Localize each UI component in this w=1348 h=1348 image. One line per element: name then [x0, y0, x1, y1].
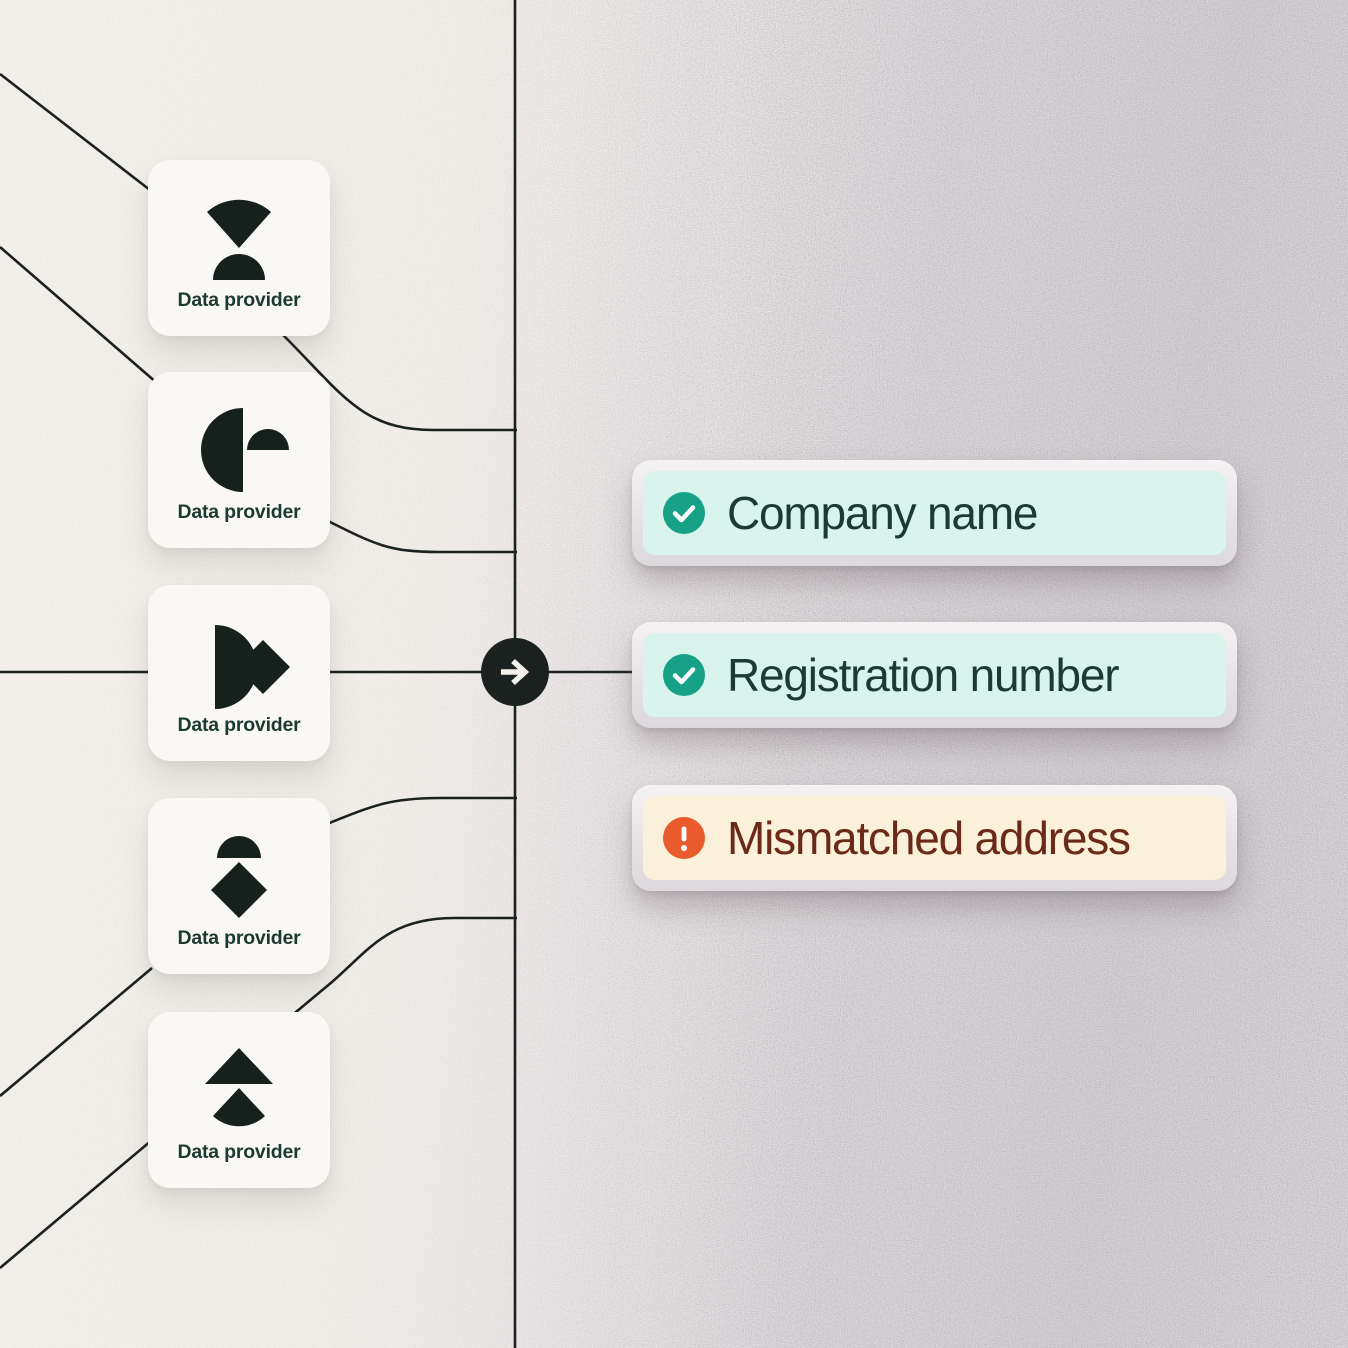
- data-provider-card-2: Data provider: [148, 372, 330, 548]
- dome-diamond-logo-icon: [187, 820, 291, 924]
- data-provider-card-1: Data provider: [148, 160, 330, 336]
- branch-card4: [321, 796, 517, 828]
- result-label: Mismatched address: [727, 812, 1131, 864]
- result-pill-mismatched-address: Mismatched address: [632, 785, 1237, 891]
- data-provider-card-3: Data provider: [148, 585, 330, 761]
- branch-card5: [271, 916, 517, 1033]
- fan-dome-logo-icon: [187, 182, 291, 286]
- branch-card1: [271, 323, 517, 432]
- edge-line-bottom-1: [0, 967, 153, 1097]
- provider-label: Data provider: [177, 1141, 301, 1163]
- provider-label: Data provider: [177, 714, 301, 736]
- semicircle-diamond-logo-icon: [187, 607, 291, 711]
- result-pill-company-name: Company name: [632, 460, 1237, 566]
- result-pill-registration-number: Registration number: [632, 622, 1237, 728]
- data-provider-card-4: Data provider: [148, 798, 330, 974]
- hub-circle: [481, 638, 549, 706]
- provider-label: Data provider: [177, 927, 301, 949]
- edge-line-bottom-2: [0, 1139, 153, 1269]
- check-circle-icon: [663, 654, 705, 696]
- data-provider-card-5: Data provider: [148, 1012, 330, 1188]
- result-label: Company name: [727, 487, 1039, 539]
- check-circle-icon: [663, 492, 705, 534]
- provider-label: Data provider: [177, 501, 301, 523]
- provider-label: Data provider: [177, 289, 301, 311]
- branch-card2: [321, 516, 517, 554]
- result-label: Registration number: [727, 649, 1120, 701]
- arrow-right-icon: [496, 653, 534, 691]
- triangle-fan-logo-icon: [187, 1034, 291, 1138]
- alert-circle-icon: [663, 817, 705, 859]
- pie-halfmoon-logo-icon: [187, 394, 291, 498]
